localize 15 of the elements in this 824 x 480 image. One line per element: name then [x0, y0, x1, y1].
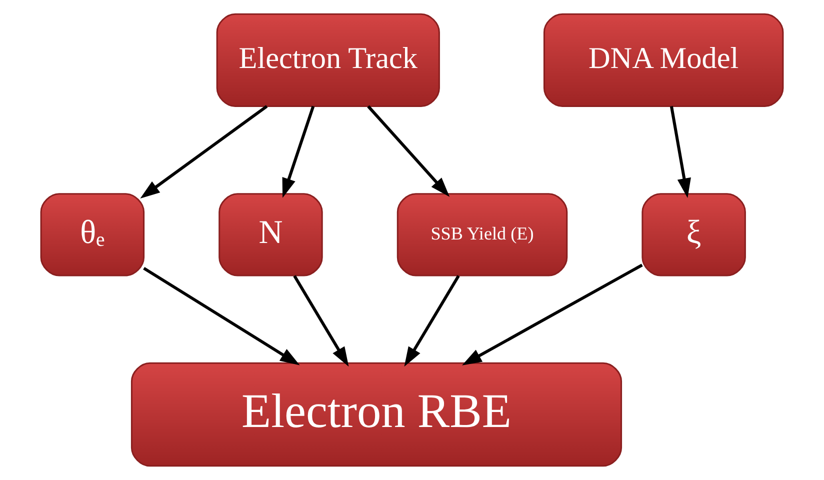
node-box: SSB Yield (E) — [396, 193, 568, 276]
arrow — [670, 106, 691, 198]
arrow — [462, 264, 643, 366]
node-box: ξ — [642, 193, 746, 276]
arrow — [143, 266, 300, 366]
arrow — [293, 275, 349, 367]
node-box: N — [218, 193, 323, 276]
arrow — [404, 275, 460, 367]
node-box: Electron Track — [216, 13, 440, 108]
node-box: DNA Model — [543, 13, 784, 108]
arrow — [282, 106, 315, 198]
node-box: θₑ — [40, 193, 145, 276]
node-box: Electron RBE — [130, 362, 622, 467]
arrow — [140, 105, 268, 198]
arrow — [367, 105, 450, 197]
